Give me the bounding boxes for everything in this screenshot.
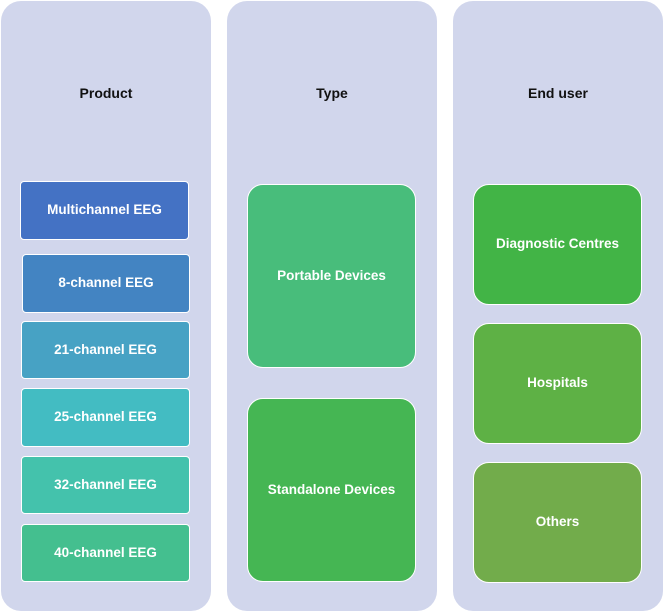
end-user-diagnostic-centres: Diagnostic Centres [473,184,642,305]
product-multichannel-eeg: Multichannel EEG [20,181,189,240]
type-column-title: Type [316,85,348,101]
product-25-channel-eeg: 25-channel EEG [21,388,190,447]
product-column: Product Multichannel EEG 8-channel EEG 2… [1,1,211,611]
type-column: Type Portable Devices Standalone Devices [227,1,437,611]
product-column-title: Product [79,85,133,101]
end-user-column-title: End user [528,85,588,101]
product-32-channel-eeg: 32-channel EEG [21,456,190,514]
product-21-channel-eeg: 21-channel EEG [21,321,190,379]
type-standalone-devices: Standalone Devices [247,398,416,582]
end-user-others: Others [473,462,642,583]
product-8-channel-eeg: 8-channel EEG [22,254,190,313]
product-40-channel-eeg: 40-channel EEG [21,524,190,582]
end-user-column: End user Diagnostic Centres Hospitals Ot… [453,1,663,611]
end-user-hospitals: Hospitals [473,323,642,444]
type-portable-devices: Portable Devices [247,184,416,368]
